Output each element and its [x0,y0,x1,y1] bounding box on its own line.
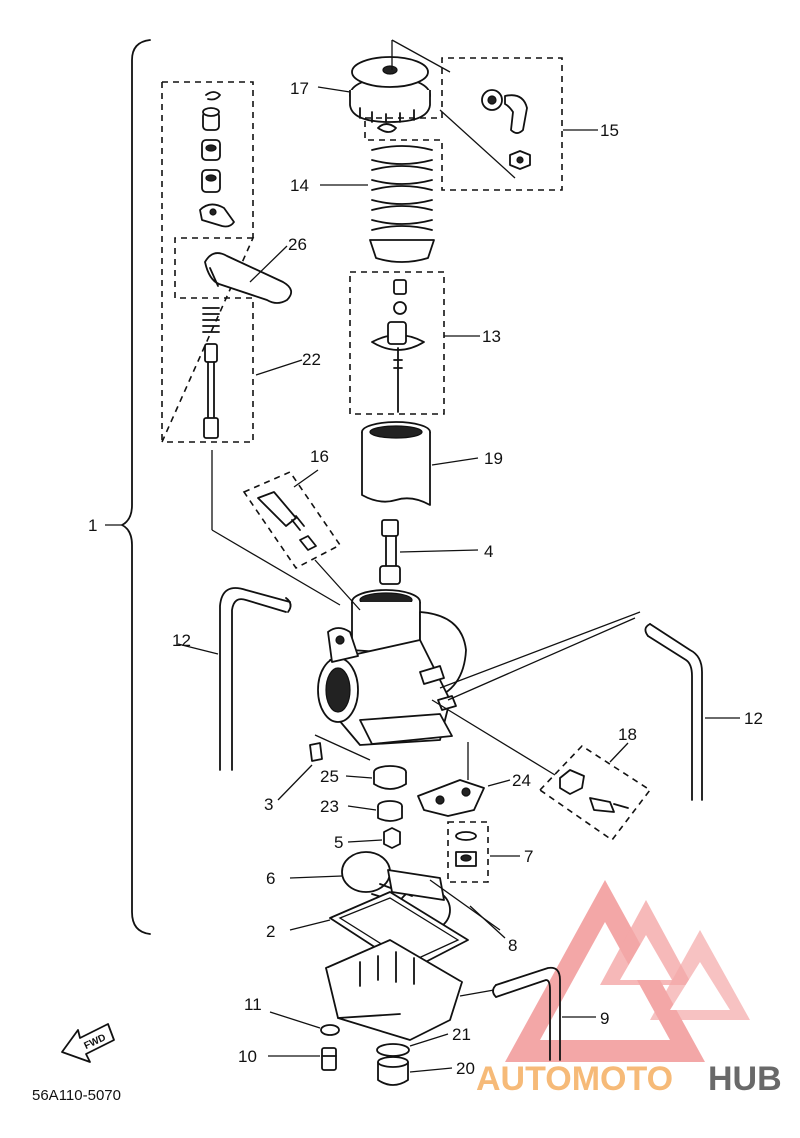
part-15-fittings [481,89,531,170]
callout-13: 13 [482,327,501,346]
callout-9: 9 [600,1009,609,1028]
part-10-screw [321,1047,337,1071]
part-7-valve-seat [455,831,477,867]
callout-20: 20 [456,1059,475,1078]
callout-1: 1 [88,516,97,535]
assembly-bracket [121,39,151,935]
carburetor-body [317,589,467,746]
part-18-air-screw [559,769,629,813]
callout-12-left: 12 [172,631,191,650]
callout-3: 3 [264,795,273,814]
part-3-screw [309,742,323,762]
part-26-lever [204,252,293,304]
part-16-idle-screw [257,491,317,551]
callout-8: 8 [508,936,517,955]
float-bowl [325,939,463,1041]
watermark-logo [505,880,750,1062]
watermark-text-a: AUTOMOTO [476,1060,673,1098]
part-25-holder [373,765,407,790]
part-14-spring [369,145,435,263]
callout-17: 17 [290,79,309,98]
group-22-parts [199,107,235,439]
part-11-washer [320,1024,340,1036]
callout-6: 6 [266,869,275,888]
part-23-jet [377,800,403,822]
callout-15: 15 [600,121,619,140]
callout-11: 11 [244,995,262,1014]
group-22-box [160,81,255,443]
callout-7: 7 [524,847,533,866]
part-5-main-jet [383,827,401,849]
part-13-needle-set [371,279,425,413]
callout-24: 24 [512,771,531,790]
callout-14: 14 [290,176,309,195]
fwd-arrow-icon: FWD [61,1023,115,1063]
part-24-plate [417,779,485,817]
callout-4: 4 [484,542,493,561]
part-19-throttle-valve [361,421,431,506]
callout-26: 26 [288,235,307,254]
part-4-needle-jet [379,519,401,585]
callout-22: 22 [302,350,321,369]
callout-10: 10 [238,1047,257,1066]
callout-12-right: 12 [744,709,763,728]
callout-18: 18 [618,725,637,744]
callout-16: 16 [310,447,329,466]
callout-5: 5 [334,833,343,852]
part-9-drain-hose [495,966,561,1061]
callout-25: 25 [320,767,339,786]
callout-19: 19 [484,449,503,468]
callout-23: 23 [320,797,339,816]
part-20-plug [377,1056,409,1086]
part-12-hose-left [219,587,291,771]
part-17-top-cap [349,56,431,123]
part-12-hose-right [647,623,703,801]
part-code: 56A110-5070 [32,1087,121,1104]
callouts: 1 2 3 4 5 6 7 8 9 10 11 12 12 13 14 15 1… [88,79,763,1078]
part-21-washer [376,1043,410,1057]
watermark-text-b: HUB [708,1060,782,1098]
callout-21: 21 [452,1025,471,1044]
part-8-float-pin [429,879,501,931]
callout-2: 2 [266,922,275,941]
